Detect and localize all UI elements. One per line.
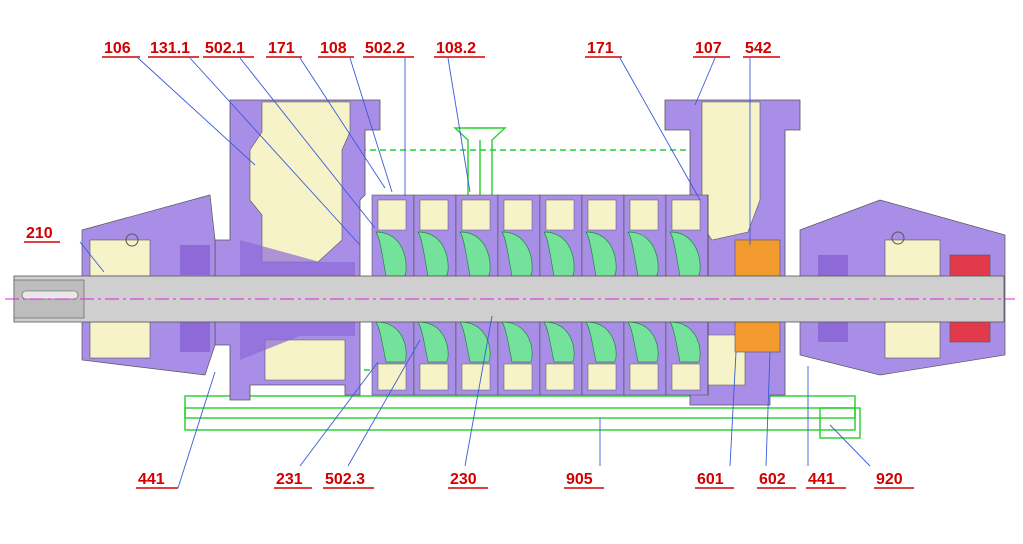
label-441-left: 441 [138,471,165,488]
label-502-1: 502.1 [205,40,245,57]
label-131-1: 131.1 [150,40,190,57]
label-905: 905 [566,471,593,488]
label-108-2: 108.2 [436,40,476,57]
label-210: 210 [26,225,53,242]
label-106: 106 [104,40,131,57]
label-502-3: 502.3 [325,471,365,488]
shaft [5,275,1015,323]
suction-casing [214,99,381,401]
label-602: 602 [759,471,786,488]
label-601: 601 [697,471,724,488]
label-542: 542 [745,40,772,57]
label-108: 108 [320,40,347,57]
label-171-right: 171 [587,40,614,57]
label-502-2: 502.2 [365,40,405,57]
label-171-left: 171 [268,40,295,57]
part-labels: 106 131.1 502.1 171 108 502.2 108.2 171 … [24,40,914,489]
label-231: 231 [276,471,303,488]
label-441-right: 441 [808,471,835,488]
label-230: 230 [450,471,477,488]
leader-lines [79,57,871,489]
label-107: 107 [695,40,722,57]
label-920: 920 [876,471,903,488]
